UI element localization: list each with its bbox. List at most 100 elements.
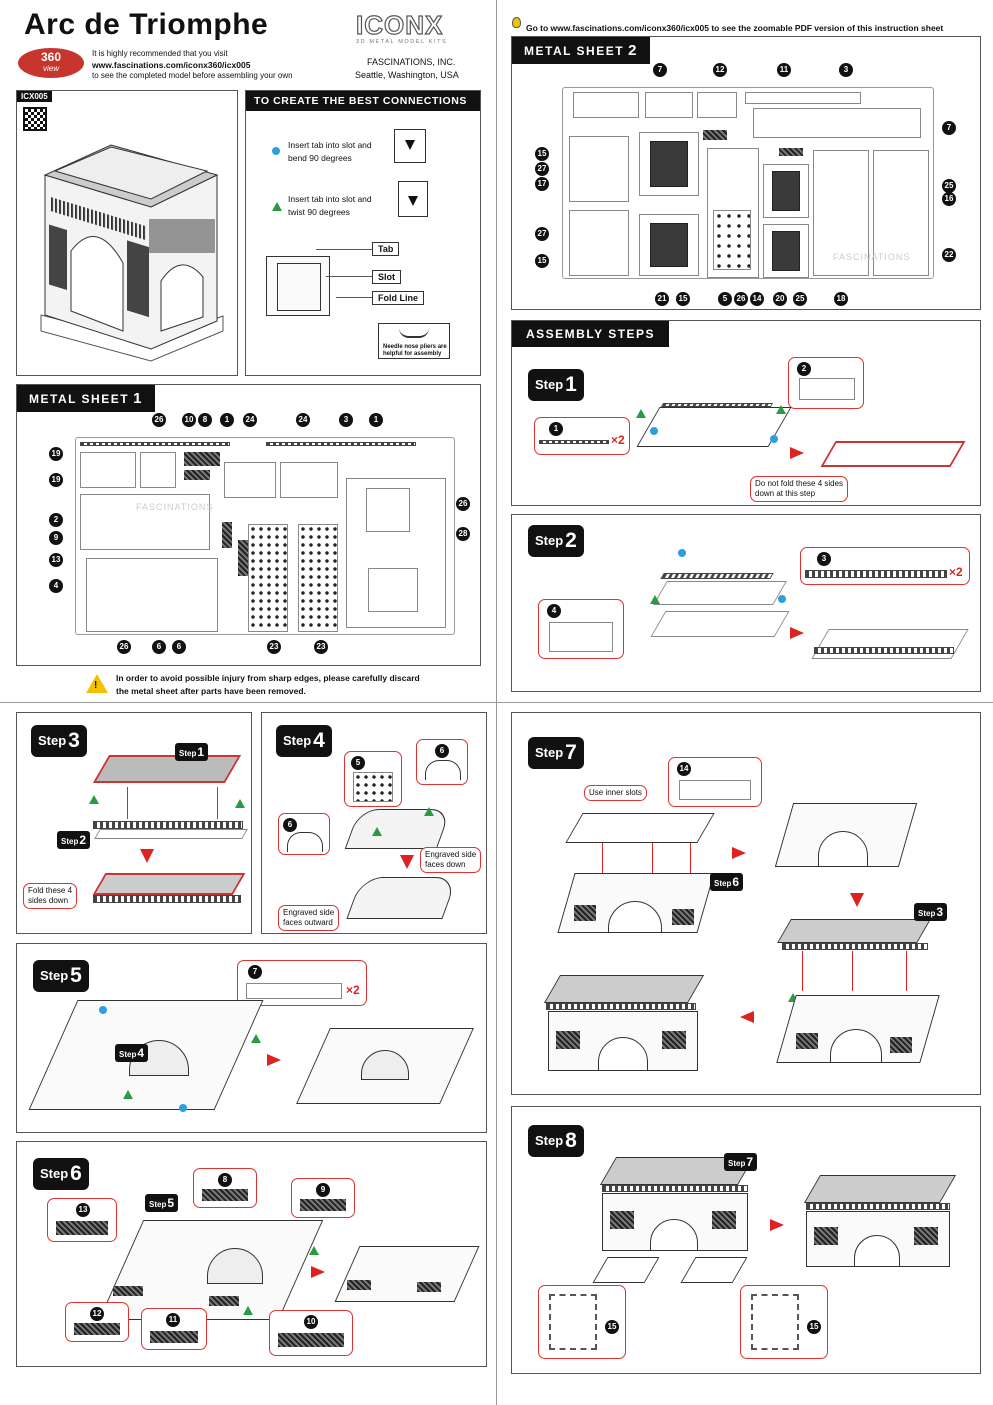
step4-part-number: 6 bbox=[435, 744, 449, 758]
step7-part14-callout: 14 bbox=[668, 757, 762, 807]
intro-text-line1: It is highly recommended that you visit bbox=[92, 49, 228, 58]
badge-view-label: view bbox=[42, 64, 59, 73]
assembly-step3-panel: Step3 Step1 Step2 Fold these 4 sides dow… bbox=[16, 712, 252, 934]
green-triangle-icon bbox=[309, 1246, 319, 1255]
step8-part15-right-callout: 15 bbox=[740, 1285, 828, 1359]
connections-item1-line2: bend 90 degrees bbox=[288, 153, 352, 163]
metal-sheet-2-frame: FASCINATIONS bbox=[562, 87, 934, 279]
model-code-tag: ICX005 bbox=[17, 91, 52, 102]
step5-part7-callout: 7 ×2 bbox=[237, 960, 367, 1006]
down-arrow-icon bbox=[400, 855, 414, 869]
step4-vault bbox=[344, 809, 452, 849]
fold-line-label: Fold Line bbox=[372, 291, 424, 305]
step5-ref-step4: Step4 bbox=[115, 1044, 149, 1062]
part-label: 23 bbox=[267, 640, 281, 654]
step3-ref-step1: Step1 bbox=[175, 743, 209, 761]
step4-note1-line2: faces down bbox=[425, 860, 466, 869]
green-triangle-icon bbox=[235, 799, 245, 808]
right-arrow-icon bbox=[732, 847, 746, 859]
left-arrow-icon bbox=[740, 1011, 754, 1023]
step3-badge: Step3 bbox=[31, 725, 87, 757]
blue-dot-icon bbox=[272, 147, 280, 155]
step6-part-number: 12 bbox=[90, 1307, 104, 1321]
intro-text-line3: to see the completed model before assemb… bbox=[92, 71, 293, 80]
green-triangle-icon bbox=[372, 827, 382, 836]
green-triangle-icon bbox=[424, 807, 434, 816]
assembly-step5-panel: Step5 7 ×2 Step4 bbox=[16, 943, 487, 1133]
step6-part12-callout: 12 bbox=[65, 1302, 129, 1342]
step3-number: 3 bbox=[68, 729, 80, 752]
part-label: 10 bbox=[182, 413, 196, 427]
step7-ref-step3: Step3 bbox=[914, 903, 948, 921]
arc-de-triomphe-illustration bbox=[40, 144, 224, 362]
step1-word: Step bbox=[535, 377, 564, 392]
step4-note2-line1: Engraved side bbox=[283, 908, 335, 917]
step2-number: 2 bbox=[565, 529, 577, 552]
step1-note-line1: Do not fold these 4 sides bbox=[755, 479, 844, 488]
step2-part-number: 3 bbox=[817, 552, 831, 566]
metal-sheet-2-label: METAL SHEET bbox=[524, 44, 625, 58]
part-label: 15 bbox=[676, 292, 690, 306]
company-name: FASCINATIONS, INC. bbox=[367, 57, 456, 67]
step2-result bbox=[811, 629, 969, 659]
part-label: 6 bbox=[152, 640, 166, 654]
part-label: 25 bbox=[793, 292, 807, 306]
blue-dot-icon bbox=[99, 1006, 107, 1014]
green-triangle-icon bbox=[636, 409, 646, 418]
part-label: 7 bbox=[653, 63, 667, 77]
part-label: 1 bbox=[369, 413, 383, 427]
step6-number: 6 bbox=[70, 1162, 82, 1185]
step1-part-number: 1 bbox=[549, 422, 563, 436]
part-label: 9 bbox=[49, 531, 63, 545]
green-triangle-icon bbox=[89, 795, 99, 804]
connections-title: TO CREATE THE BEST CONNECTIONS bbox=[246, 91, 480, 111]
step2-part4-callout: 4 bbox=[538, 599, 624, 659]
green-triangle-icon bbox=[788, 993, 798, 1002]
part-label: 20 bbox=[773, 292, 787, 306]
tab-twist-icon bbox=[398, 181, 428, 217]
step1-part1-callout: 1 ×2 bbox=[534, 417, 630, 455]
lightbulb-icon bbox=[512, 17, 521, 28]
step7-ref-b-word: Step bbox=[918, 909, 936, 918]
step1-quantity: ×2 bbox=[611, 433, 625, 447]
step4-result bbox=[346, 877, 458, 919]
metal-sheet-1-label: METAL SHEET bbox=[29, 392, 130, 406]
warning-line1: In order to avoid possible injury from s… bbox=[116, 673, 420, 683]
step1-number: 1 bbox=[565, 373, 577, 396]
step3-word: Step bbox=[38, 733, 67, 748]
product-image-panel: ICX005 bbox=[16, 90, 238, 376]
right-arrow-icon bbox=[790, 627, 804, 639]
green-triangle-icon bbox=[650, 595, 660, 604]
down-arrow-icon bbox=[850, 893, 864, 907]
step1-part2-callout: 2 bbox=[788, 357, 864, 409]
green-triangle-icon bbox=[251, 1034, 261, 1043]
right-arrow-icon bbox=[770, 1219, 784, 1231]
assembly-steps-title: ASSEMBLY STEPS bbox=[512, 321, 670, 347]
step1-note-line2: down at this step bbox=[755, 489, 816, 498]
part-label: 26 bbox=[117, 640, 131, 654]
right-arrow-icon bbox=[311, 1266, 325, 1278]
middle-fold-line bbox=[0, 702, 993, 703]
step4-engraved-outward-note: Engraved side faces outward bbox=[278, 905, 340, 931]
intro-url[interactable]: www.fascinations.com/iconx360/icx005 bbox=[92, 60, 251, 70]
step5-number: 5 bbox=[70, 964, 82, 987]
step5-part-number: 7 bbox=[248, 965, 262, 979]
step5-ref-number: 4 bbox=[137, 1046, 145, 1060]
step7-number: 7 bbox=[565, 741, 577, 764]
step7-ref-a-number: 6 bbox=[732, 875, 740, 889]
arch-piece bbox=[287, 832, 323, 852]
blue-dot-icon bbox=[778, 595, 786, 603]
step7-top-plate bbox=[565, 813, 715, 843]
green-triangle-icon bbox=[272, 202, 282, 211]
step3-top-plate bbox=[92, 755, 242, 783]
step1-warning-note: Do not fold these 4 sides down at this s… bbox=[750, 476, 849, 502]
green-triangle-icon bbox=[243, 1306, 253, 1315]
part-label: 5 bbox=[718, 292, 732, 306]
step6-badge: Step6 bbox=[33, 1158, 89, 1190]
part-label: 8 bbox=[198, 413, 212, 427]
part-label: 1 bbox=[220, 413, 234, 427]
step8-floor-right bbox=[680, 1257, 748, 1283]
step4-part6b-callout: 6 bbox=[278, 813, 330, 855]
step4-number: 4 bbox=[313, 729, 325, 752]
